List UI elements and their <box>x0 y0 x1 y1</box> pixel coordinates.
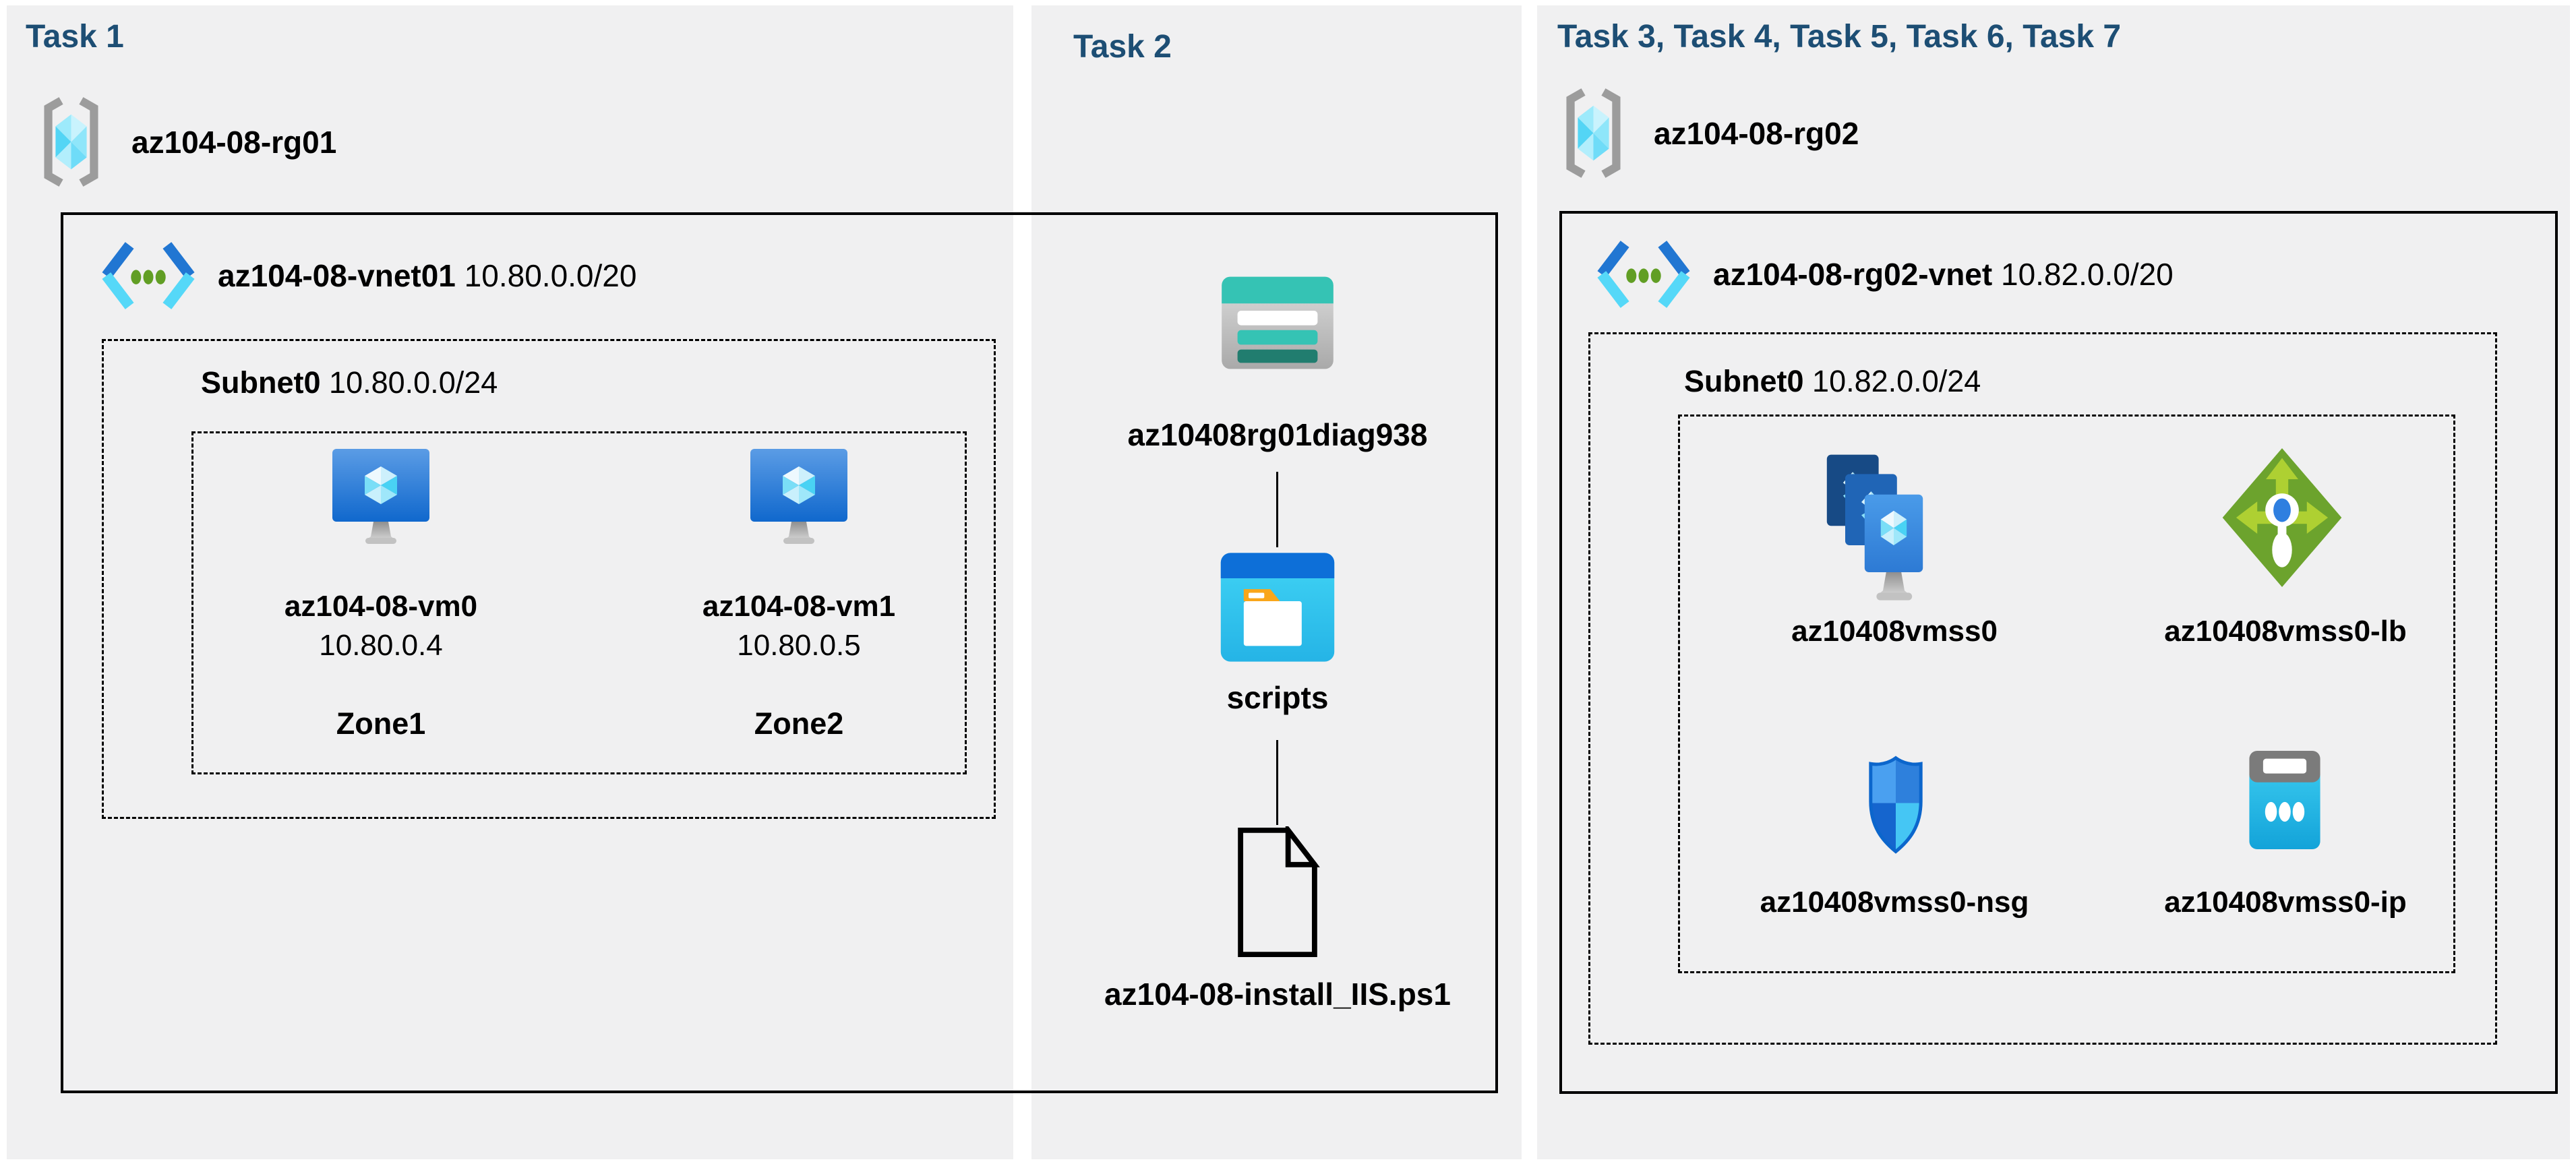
resource-group-rg01: az104-08-rg01 <box>39 93 336 191</box>
resource-group-name: az104-08-rg01 <box>131 124 337 160</box>
storage-account-icon <box>1217 266 1338 379</box>
vm-name: az104-08-vm0 <box>284 590 478 623</box>
vmss-resources-box <box>1678 415 2455 973</box>
panel-task3 <box>1537 5 2570 1159</box>
vmss-name: az10408vmss0 <box>1791 615 1998 648</box>
vm-zone: Zone2 <box>754 706 844 741</box>
resource-group-name: az104-08-rg02 <box>1654 115 1859 151</box>
connector-container-to-file <box>1276 740 1278 825</box>
subnet-name: Subnet0 <box>1684 364 1804 398</box>
zones-box <box>191 431 967 774</box>
resource-group-icon <box>39 93 103 191</box>
virtual-machine-icon <box>330 446 431 547</box>
task1-title: Task 1 <box>26 19 124 55</box>
vnet-name: az104-08-rg02-vnet <box>1713 257 1993 292</box>
rg01-boundary-box <box>61 212 1498 1093</box>
subnet-cidr: 10.80.0.0/24 <box>329 365 498 400</box>
subnet0-box-task3 <box>1588 332 2497 1045</box>
vnet-name: az104-08-vnet01 <box>218 258 456 293</box>
blob-container-icon <box>1217 549 1338 665</box>
connector-storage-to-container <box>1276 472 1278 547</box>
vnet-cidr: 10.80.0.0/20 <box>464 258 637 293</box>
subnet0-label-task1: Subnet0 10.80.0.0/24 <box>201 365 498 400</box>
rg02-boundary-box <box>1559 211 2558 1094</box>
vnet-row-rg02-vnet: az104-08-rg02-vnet 10.82.0.0/20 <box>1593 237 2174 312</box>
virtual-network-icon <box>98 238 199 313</box>
vnet-label: az104-08-vnet01 10.80.0.0/20 <box>218 257 636 294</box>
resource-group-icon <box>1561 84 1625 182</box>
nsg-name: az10408vmss0-nsg <box>1760 886 2029 919</box>
script-file-name: az104-08-install_IIS.ps1 <box>1104 977 1451 1012</box>
nsg-icon <box>1854 740 1938 869</box>
task2-title: Task 2 <box>1073 29 1172 65</box>
virtual-network-icon <box>1593 237 1694 312</box>
vm-ip: 10.80.0.4 <box>319 629 443 662</box>
vm-ip: 10.80.0.5 <box>737 629 861 662</box>
load-balancer-name: az10408vmss0-lb <box>2164 615 2407 648</box>
load-balancer-icon <box>2220 445 2344 590</box>
public-ip-icon <box>2236 747 2334 853</box>
resource-group-rg02: az104-08-rg02 <box>1561 84 1859 182</box>
subnet-name: Subnet0 <box>201 365 321 400</box>
storage-account-name: az10408rg01diag938 <box>1127 417 1428 452</box>
subnet0-label-task3: Subnet0 10.82.0.0/24 <box>1684 364 1981 399</box>
public-ip-name: az10408vmss0-ip <box>2164 886 2407 919</box>
subnet-cidr: 10.82.0.0/24 <box>1812 364 1981 398</box>
vm-scale-set-icon <box>1818 450 1948 603</box>
subnet0-box-task1 <box>102 339 996 819</box>
vm-zone: Zone1 <box>336 706 426 741</box>
vm-name: az104-08-vm1 <box>702 590 896 623</box>
vnet-label: az104-08-rg02-vnet 10.82.0.0/20 <box>1713 256 2174 293</box>
container-name: scripts <box>1226 680 1329 715</box>
vnet-row-vnet01: az104-08-vnet01 10.80.0.0/20 <box>98 238 636 313</box>
virtual-machine-icon <box>748 446 849 547</box>
vnet-cidr: 10.82.0.0/20 <box>2000 257 2174 292</box>
panel-task1 <box>7 5 1013 1159</box>
task3-title: Task 3, Task 4, Task 5, Task 6, Task 7 <box>1557 19 2122 55</box>
script-file-icon <box>1234 826 1321 958</box>
